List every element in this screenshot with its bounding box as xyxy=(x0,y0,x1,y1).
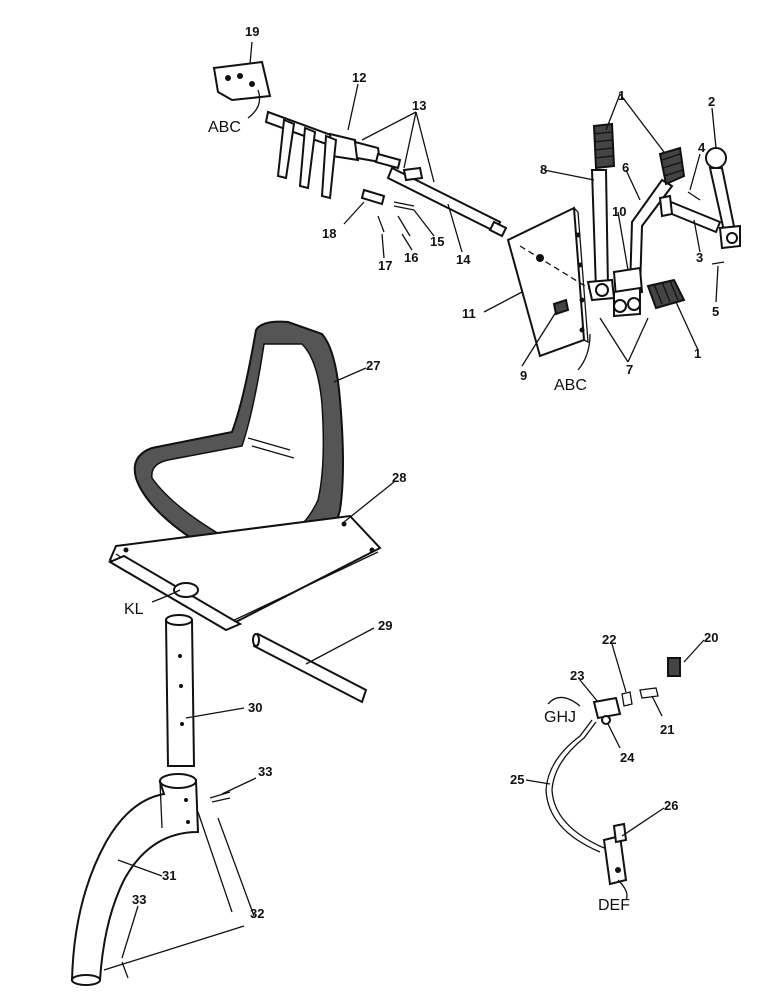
callout-6: 6 xyxy=(622,160,629,175)
callout-1-bottom: 1 xyxy=(694,346,701,361)
callout-27: 27 xyxy=(366,358,380,373)
callout-3: 3 xyxy=(696,250,703,265)
base-support-tube xyxy=(70,773,200,986)
callout-28: 28 xyxy=(392,470,406,485)
callout-16: 16 xyxy=(404,250,418,265)
callout-22: 22 xyxy=(602,632,616,647)
seat-post xyxy=(164,614,196,767)
callout-12: 12 xyxy=(352,70,366,85)
knob-lever xyxy=(658,147,741,265)
small-hardware xyxy=(360,188,415,237)
callout-24: 24 xyxy=(620,750,635,765)
support-rod xyxy=(252,632,368,704)
callout-11: 11 xyxy=(462,306,476,321)
callout-17: 17 xyxy=(378,258,392,273)
callout-1-top: 1 xyxy=(618,88,625,103)
callout-31: 31 xyxy=(162,868,176,883)
callout-9: 9 xyxy=(520,368,527,383)
callout-13: 13 xyxy=(412,98,426,113)
callout-33-upper: 33 xyxy=(258,764,272,779)
callout-32: 32 xyxy=(250,906,264,921)
callout-25: 25 xyxy=(510,772,524,787)
control-levers xyxy=(586,122,686,318)
ref-ghj: GHJ xyxy=(544,709,576,726)
callout-14: 14 xyxy=(456,252,471,267)
control-cable-assembly xyxy=(545,657,681,886)
ref-abc-bracket: ABC xyxy=(208,119,241,136)
ref-kl: KL xyxy=(124,601,144,618)
shift-shaft-assembly xyxy=(264,110,508,238)
callout-8: 8 xyxy=(540,162,547,177)
callout-15: 15 xyxy=(430,234,444,249)
callout-30: 30 xyxy=(248,700,262,715)
callout-21: 21 xyxy=(660,722,674,737)
callout-23: 23 xyxy=(570,668,584,683)
callout-29: 29 xyxy=(378,618,392,633)
seat-mounting-plate xyxy=(107,514,382,632)
callout-20: 20 xyxy=(704,630,718,645)
ref-abc-plate: ABC xyxy=(554,377,587,394)
ref-def: DEF xyxy=(598,897,630,914)
callout-10: 10 xyxy=(612,204,626,219)
lever-mounting-plate xyxy=(506,206,599,358)
callout-26: 26 xyxy=(664,798,678,813)
callout-33-lower: 33 xyxy=(132,892,146,907)
callout-19: 19 xyxy=(245,24,259,39)
callout-2: 2 xyxy=(708,94,715,109)
retaining-pins xyxy=(103,791,245,979)
callout-5: 5 xyxy=(712,304,719,319)
callout-4: 4 xyxy=(698,140,706,155)
callout-18: 18 xyxy=(322,226,336,241)
mounting-bracket xyxy=(212,60,272,102)
callout-7: 7 xyxy=(626,362,633,377)
